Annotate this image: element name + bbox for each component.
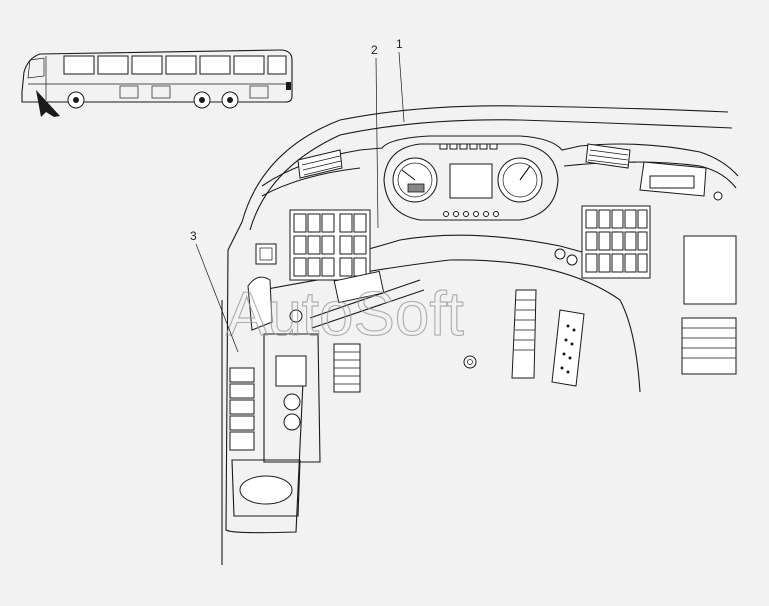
floor-nut <box>463 355 477 369</box>
callout-2: 2 <box>371 43 379 229</box>
switch-bank-left <box>289 209 371 281</box>
cluster-buttons <box>443 211 499 217</box>
speedometer-icon <box>392 157 438 203</box>
brake-pedal <box>551 309 585 387</box>
air-vent-right <box>585 143 631 169</box>
watermark-text: AutoSoft <box>226 280 464 349</box>
steering-column <box>309 270 425 329</box>
callout-label-2: 2 <box>371 43 378 57</box>
accelerator-pedal <box>511 289 537 379</box>
callout-label-1: 1 <box>396 37 403 51</box>
arrow-pointer-icon <box>36 90 60 117</box>
switch-bank-right <box>554 205 651 279</box>
side-console <box>229 243 321 517</box>
instrument-cluster <box>383 143 559 221</box>
tachometer-icon <box>497 157 543 203</box>
callout-1: 1 <box>396 37 405 123</box>
bus-outline-icon <box>21 49 293 109</box>
callout-label-3: 3 <box>190 229 197 243</box>
floor-grille <box>333 343 361 393</box>
air-vent-left <box>297 149 343 179</box>
display-screen-icon <box>449 163 493 199</box>
warning-lamp-row <box>439 143 498 150</box>
callout-3: 3 <box>190 229 239 353</box>
radio-unit <box>639 161 737 375</box>
